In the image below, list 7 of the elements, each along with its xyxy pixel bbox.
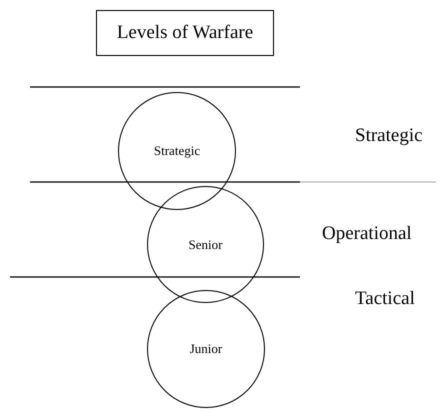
title: Levels of Warfare	[96, 10, 274, 56]
circle-node: Junior	[147, 290, 265, 408]
circle-node: Strategic	[118, 92, 236, 210]
level-label: Strategic	[355, 125, 423, 147]
level-label: Tactical	[355, 288, 415, 310]
level-label: Operational	[322, 223, 412, 245]
circle-node: Senior	[147, 186, 264, 303]
